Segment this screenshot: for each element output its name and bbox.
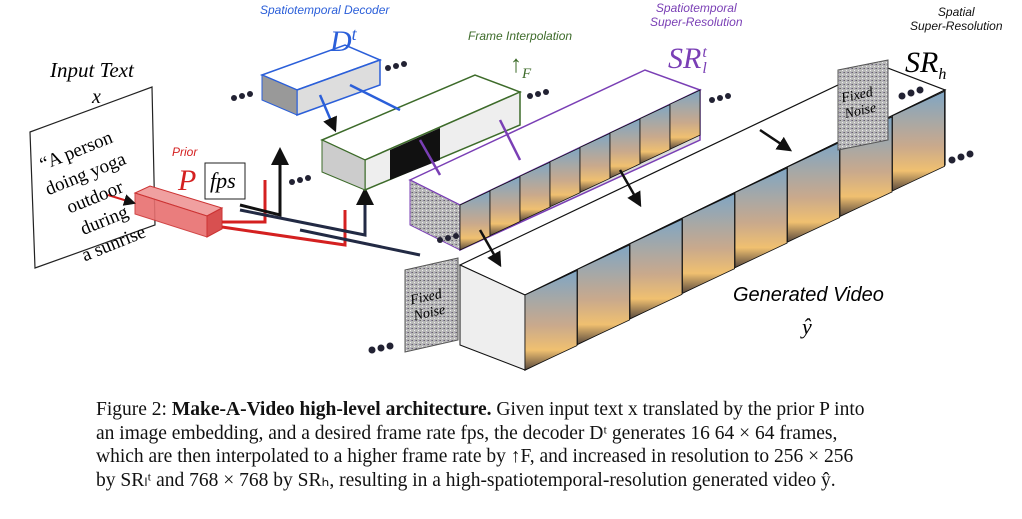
video-frame xyxy=(524,269,578,371)
decoder-label: Spatiotemporal Decoder xyxy=(260,3,390,17)
caption-line-4: by SRₗᵗ and 768 × 768 by SRₕ, resulting … xyxy=(96,469,836,491)
prior-label: Prior xyxy=(172,145,198,159)
architecture-diagram xyxy=(29,44,974,371)
prompt-paper xyxy=(29,86,156,269)
fps-label: fps xyxy=(210,168,236,193)
video-frame xyxy=(629,218,683,320)
architecture-figure: Input Text x “A person doing yoga outdoo… xyxy=(29,1,1003,371)
video-frame xyxy=(577,244,630,346)
video-frame xyxy=(892,90,945,192)
ellipsis-dots xyxy=(231,61,974,354)
figure-caption: Figure 2: Make-A-Video high-level archit… xyxy=(96,398,976,492)
caption-line-2: an image embedding, and a desired frame … xyxy=(96,422,838,444)
interp-label: Frame Interpolation xyxy=(468,29,573,43)
video-frame xyxy=(734,167,788,269)
input-text-title: Input Text xyxy=(50,58,134,82)
interp-symbol: ↑F xyxy=(510,52,532,82)
video-frame xyxy=(682,193,735,294)
connector-lines xyxy=(221,147,421,257)
input-var: x xyxy=(92,86,101,108)
prior-symbol: P xyxy=(178,164,197,197)
frame-interp-stack xyxy=(320,74,522,192)
caption-title: Make-A-Video high-level architecture. xyxy=(171,399,492,420)
prior-block xyxy=(107,185,224,238)
decoder-stack xyxy=(259,44,383,117)
stage-arrows xyxy=(318,83,793,268)
fixed-noise-panel-right xyxy=(837,59,889,151)
decoder-symbol: Dt xyxy=(330,24,357,58)
caption-line-3: which are then interpolated to a higher … xyxy=(96,446,854,467)
fps-box xyxy=(204,162,246,200)
caption-line-1: Figure 2: Make-A-Video high-level archit… xyxy=(96,399,865,420)
output-label: Generated Video xyxy=(733,284,884,306)
video-frame xyxy=(669,89,701,150)
output-symbol: ŷ xyxy=(802,314,812,339)
srh-symbol: SRh xyxy=(905,46,947,83)
video-frame xyxy=(787,141,840,243)
sr-frames xyxy=(459,89,701,251)
fixed-noise-panel-left xyxy=(404,257,459,353)
output-frames xyxy=(524,90,945,371)
